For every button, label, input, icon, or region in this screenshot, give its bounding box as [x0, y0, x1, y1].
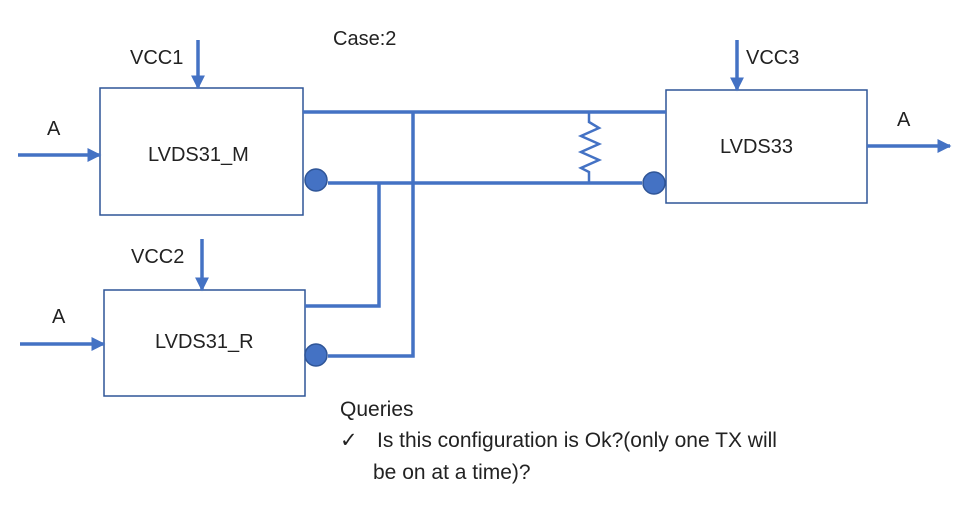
rx-block: LVDS33: [665, 89, 868, 204]
tx-redundant-input-label: A: [52, 306, 66, 328]
queries-section: Queries ✓ Is this configuration is Ok?(o…: [340, 398, 777, 484]
vcc2-label: VCC2: [131, 246, 184, 268]
rx-output-label: A: [897, 109, 911, 131]
case-label: Case:2: [333, 28, 396, 50]
vcc1-label: VCC1: [130, 47, 183, 69]
termination-resistor: [577, 112, 603, 183]
tx-redundant-block: LVDS31_R: [103, 289, 306, 397]
tx-master-input-label: A: [47, 118, 61, 140]
tx-master-block: LVDS31_M: [99, 87, 304, 216]
rx-box: [665, 89, 868, 204]
tx-redundant-label: LVDS31_R: [155, 331, 254, 353]
tx-master-inverted-output-bubble: [304, 168, 328, 192]
rx-inverted-input-bubble: [642, 171, 666, 195]
tx-redundant-positive-tap: [305, 183, 381, 308]
tx-redundant-negative-tap: [328, 112, 415, 358]
query-item-line-2: be on at a time)?: [373, 461, 531, 484]
tx-master-box: [99, 87, 304, 216]
rx-label: LVDS33: [720, 136, 793, 158]
tx-master-label: LVDS31_M: [148, 144, 249, 166]
query-item-line-1: Is this configuration is Ok?(only one TX…: [377, 429, 777, 452]
tx-redundant-inverted-output-bubble: [304, 343, 328, 367]
queries-title: Queries: [340, 398, 414, 421]
vcc3-label: VCC3: [746, 47, 799, 69]
check-mark-icon: ✓: [340, 429, 358, 452]
